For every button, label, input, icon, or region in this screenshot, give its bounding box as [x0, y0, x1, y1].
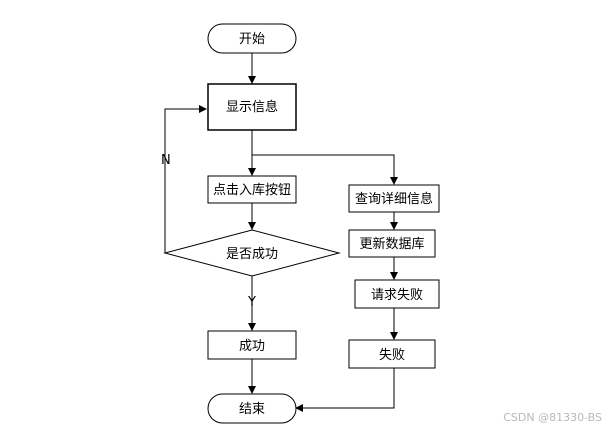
terminal-shape: [207, 393, 297, 424]
node-request-fail: 请求失败: [354, 279, 440, 309]
edge-decision-no-loop: [164, 105, 207, 253]
edge-fail-to-end: [295, 368, 395, 412]
node-show-info-label: 显示信息: [226, 99, 278, 115]
node-start: 开始: [207, 23, 297, 54]
process-shape: [207, 175, 297, 204]
node-update-db: 更新数据库: [348, 229, 436, 258]
node-is-success-label: 是否成功: [226, 247, 278, 262]
terminal-shape: [207, 23, 297, 54]
watermark: CSDN @81330-BS: [503, 411, 602, 424]
node-end-label: 结束: [239, 402, 265, 417]
node-end: 结束: [207, 393, 297, 424]
node-click-inbound-label: 点击入库按钮: [213, 182, 291, 198]
node-click-inbound: 点击入库按钮: [207, 175, 297, 204]
node-fail: 失败: [348, 339, 436, 369]
node-success-label: 成功: [239, 339, 265, 354]
node-is-success: 是否成功: [163, 229, 341, 277]
process-shape: [354, 279, 440, 309]
node-request-fail-label: 请求失败: [371, 288, 423, 303]
process-shape: [348, 229, 436, 258]
node-query-detail: 查询详细信息: [348, 184, 440, 213]
process-shape: [348, 184, 440, 213]
decision-shape: [163, 229, 341, 277]
node-update-db-label: 更新数据库: [359, 236, 424, 252]
node-fail-label: 失败: [379, 348, 405, 363]
edge-label-no: N: [161, 153, 171, 168]
process-shape: [207, 330, 297, 360]
node-query-detail-label: 查询详细信息: [355, 191, 433, 207]
node-success: 成功: [207, 330, 297, 360]
process-shape: [207, 83, 297, 131]
process-shape: [348, 339, 436, 369]
edge-show-info-to-query: [252, 154, 398, 185]
node-start-label: 开始: [239, 32, 265, 47]
connectors: [164, 53, 398, 412]
edge-label-yes: Y: [247, 295, 256, 310]
node-show-info: 显示信息: [207, 83, 297, 131]
